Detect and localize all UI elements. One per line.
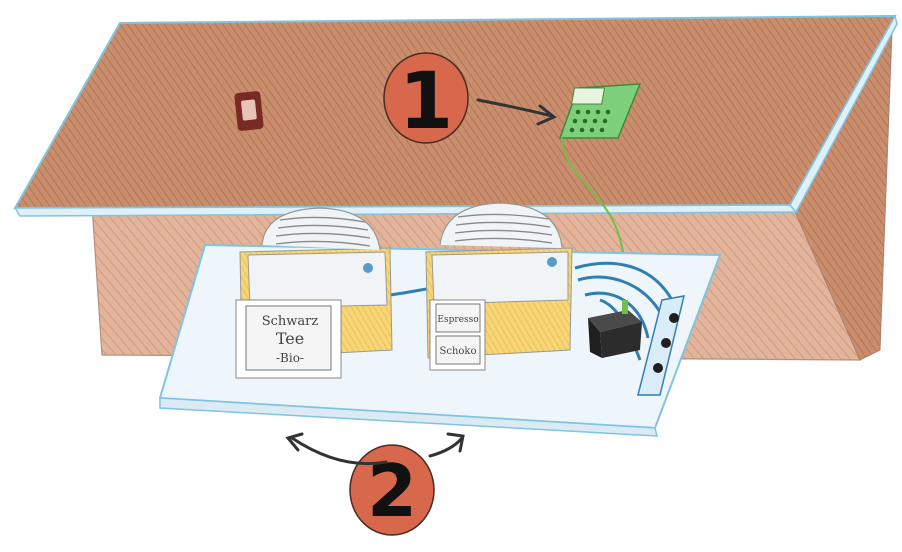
marker-1: 1 — [383, 52, 469, 147]
base-board-edge — [159, 397, 658, 437]
payment-terminal-icon — [558, 83, 642, 139]
left-receipt-line-1: Schwarz — [262, 314, 319, 329]
marker-1-label: 1 — [399, 57, 453, 147]
marker-2-label: 2 — [367, 449, 417, 533]
arrow-to-terminal — [476, 98, 557, 126]
double-arrow — [285, 432, 465, 466]
controller-box — [588, 300, 642, 358]
printer-right: Espresso Schoko — [425, 202, 573, 371]
printer-left: Schwarz Tee -Bio- — [235, 207, 393, 379]
counter-top-side-edge — [789, 13, 898, 214]
right-receipt-line-1: Espresso — [437, 315, 478, 325]
left-receipt-line-3: -Bio- — [276, 351, 304, 365]
power-strip — [637, 295, 686, 396]
marker-2: 2 — [349, 444, 435, 536]
left-receipt-line-2: Tee — [276, 329, 304, 348]
right-receipt-line-2: Schoko — [440, 346, 477, 357]
card-reader-icon — [234, 91, 264, 131]
